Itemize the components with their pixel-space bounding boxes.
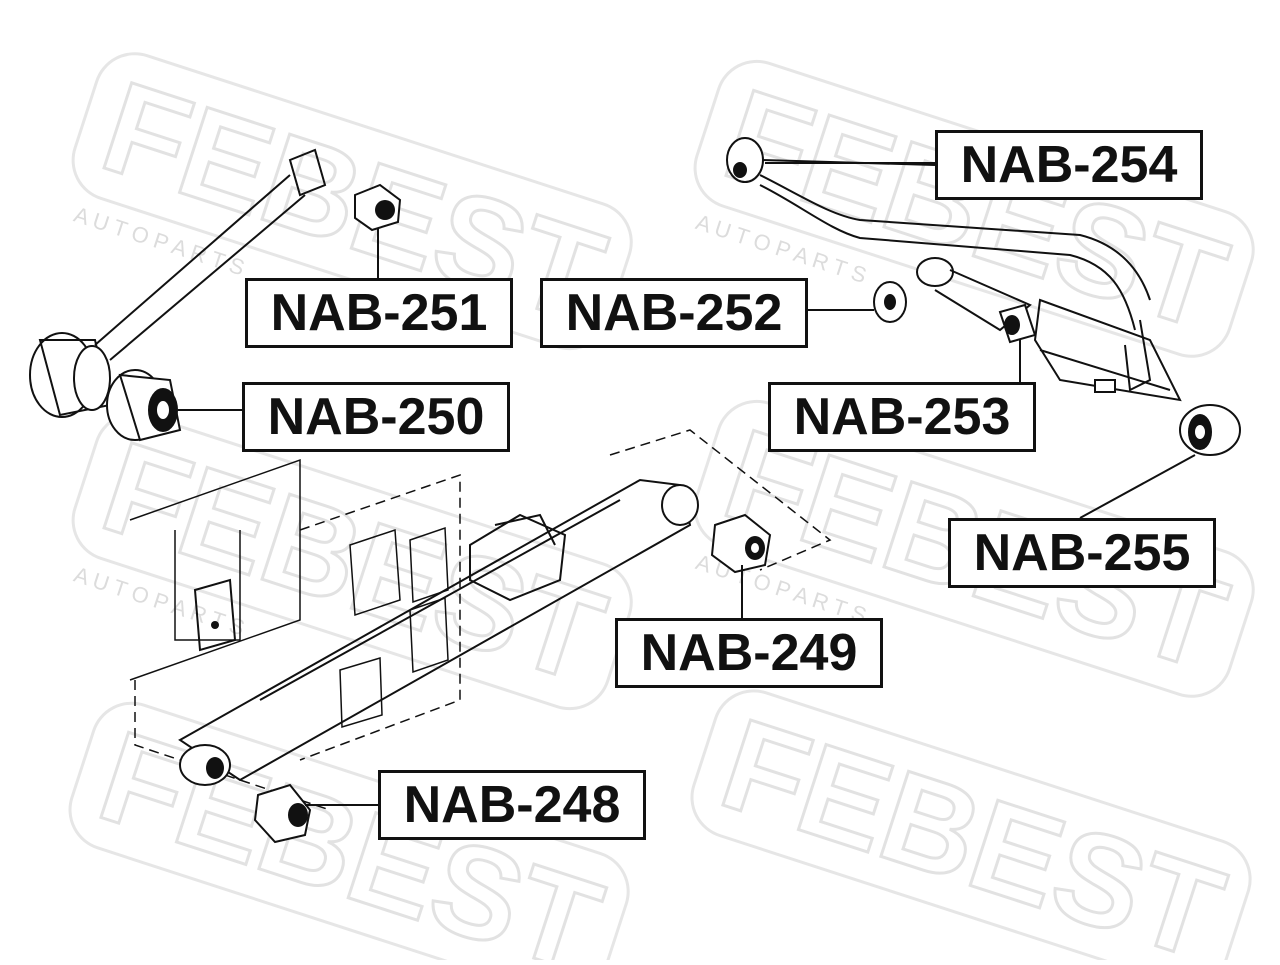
bushing-nab-250 bbox=[106, 369, 245, 442]
bushing-nab-249 bbox=[710, 513, 772, 618]
part-label-nab-248: NAB-248 bbox=[378, 770, 646, 840]
upper-right-link bbox=[726, 137, 1152, 392]
part-label-nab-254: NAB-254 bbox=[935, 130, 1203, 200]
part-label-nab-250: NAB-250 bbox=[242, 382, 510, 452]
part-label-nab-253: NAB-253 bbox=[768, 382, 1036, 452]
part-label-nab-249: NAB-249 bbox=[615, 618, 883, 688]
upper-left-arm bbox=[29, 148, 327, 418]
part-label-nab-255: NAB-255 bbox=[948, 518, 1216, 588]
bushing-nab-252 bbox=[808, 281, 907, 323]
watermark-brand-6: FEBEST bbox=[706, 690, 1239, 960]
lower-right-arm bbox=[916, 257, 1241, 519]
bushing-nab-251 bbox=[354, 183, 402, 278]
bushing-nab-248 bbox=[253, 783, 378, 844]
part-label-nab-251: NAB-251 bbox=[245, 278, 513, 348]
part-label-nab-252: NAB-252 bbox=[540, 278, 808, 348]
axle-assembly bbox=[129, 429, 832, 811]
